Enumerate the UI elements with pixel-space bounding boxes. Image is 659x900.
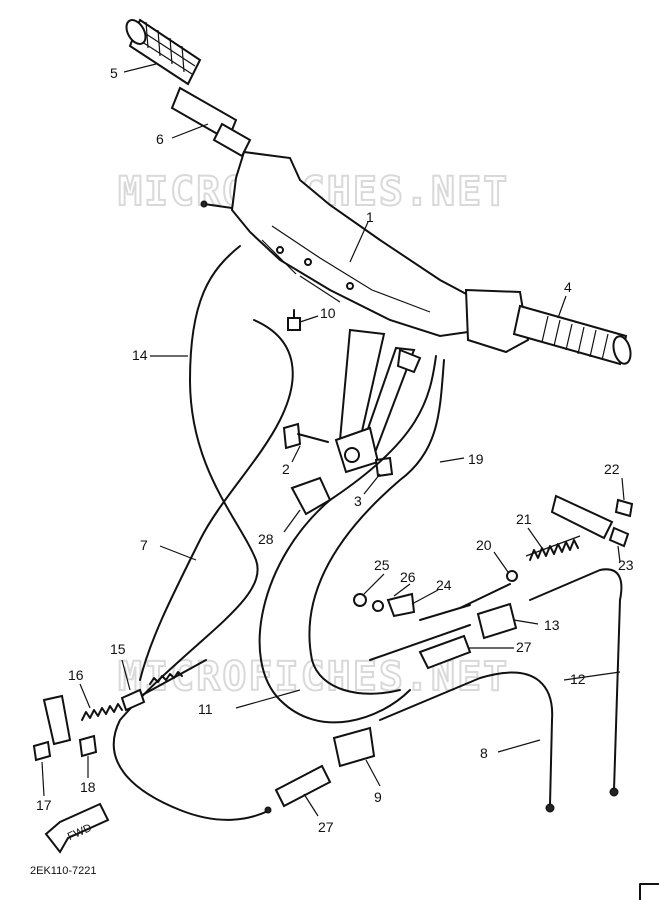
bolt-10 <box>287 309 301 331</box>
callout-27-upper: 27 <box>516 639 532 655</box>
callout-14: 14 <box>132 347 148 363</box>
callout-17: 17 <box>36 797 52 813</box>
left-grip <box>125 18 202 86</box>
right-switch-housing <box>464 288 530 354</box>
right-grip <box>512 304 632 366</box>
screw-25 <box>353 593 367 607</box>
callout-7: 7 <box>140 537 148 553</box>
corner-mark <box>639 883 659 900</box>
callout-16: 16 <box>68 667 84 683</box>
callout-28: 28 <box>258 531 274 547</box>
callout-4: 4 <box>564 279 572 295</box>
callout-3: 3 <box>354 493 362 509</box>
handlebar <box>125 18 632 474</box>
callout-26: 26 <box>400 569 416 585</box>
callout-9: 9 <box>374 789 382 805</box>
callout-24: 24 <box>436 577 452 593</box>
lever-22 <box>550 494 614 540</box>
washer-20 <box>506 570 518 582</box>
callout-20: 20 <box>476 537 492 553</box>
plate-24 <box>386 592 416 618</box>
callout-27-lower: 27 <box>318 819 334 835</box>
adjuster-9 <box>332 726 376 768</box>
nut-17 <box>32 740 52 762</box>
cable-7 <box>139 319 294 681</box>
adjuster-15 <box>120 688 146 712</box>
nut-3 <box>374 456 394 478</box>
callout-25: 25 <box>374 557 390 573</box>
callout-5: 5 <box>110 65 118 81</box>
boot-27-upper <box>418 634 472 670</box>
bolt-2 <box>282 422 329 450</box>
lever-bracket <box>42 694 72 746</box>
callout-6: 6 <box>156 131 164 147</box>
boot-27-lower <box>274 764 332 808</box>
cable-11 <box>258 355 437 724</box>
callout-1: 1 <box>366 209 374 225</box>
fwd-arrow: FWD <box>44 802 110 854</box>
callout-8: 8 <box>480 745 488 761</box>
adjuster-13 <box>476 602 518 640</box>
cable-12 <box>529 568 623 791</box>
callout-22: 22 <box>604 461 620 477</box>
callout-23: 23 <box>618 557 634 573</box>
callout-13: 13 <box>544 617 560 633</box>
cable-19 <box>308 359 445 695</box>
callout-11: 11 <box>198 701 213 717</box>
spring-16 <box>81 703 123 721</box>
part-code: 2EK110-7221 <box>30 865 96 877</box>
washer-26 <box>372 600 384 612</box>
holder-28 <box>290 476 332 516</box>
callout-2: 2 <box>282 461 290 477</box>
handlebar-body <box>230 150 472 338</box>
cable-14 <box>112 245 271 821</box>
callout-15: 15 <box>110 641 126 657</box>
callout-19: 19 <box>468 451 484 467</box>
callout-10: 10 <box>320 305 336 321</box>
leader-lines <box>41 63 625 817</box>
callouts: 5 6 1 4 10 14 2 3 28 19 22 23 21 20 25 2… <box>36 65 634 835</box>
callout-21: 21 <box>516 511 532 527</box>
pin-18 <box>78 734 98 758</box>
cable-8 <box>379 671 554 806</box>
callout-18: 18 <box>80 779 96 795</box>
callout-12: 12 <box>570 671 586 687</box>
